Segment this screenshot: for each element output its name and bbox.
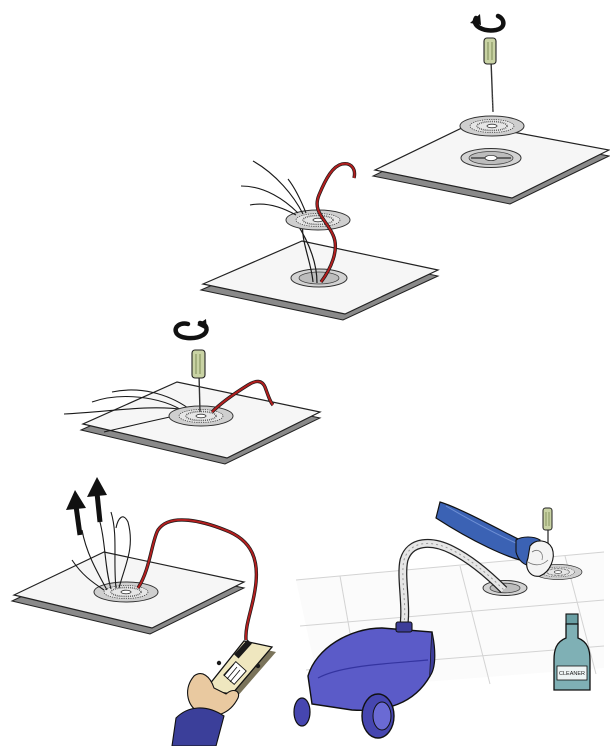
rotate-arrow-icon [176,319,207,338]
step-1-remove-cover [373,14,609,204]
black-wires [241,161,306,215]
drain-opening [461,149,521,168]
step-5-clean-drain: CLEANER [294,502,604,738]
cleaner-label: CLEANER [559,671,585,677]
drain-cover [94,582,158,602]
screwdriver-icon [484,38,496,112]
step-4-test-wires [12,477,276,746]
step-2-feed-wires [201,161,438,320]
drain-opening [291,269,347,287]
step-3-fasten-cover [64,319,320,464]
drain-cover [460,116,524,136]
rotate-arrow-icon [470,14,503,30]
drain-cover [169,406,233,426]
